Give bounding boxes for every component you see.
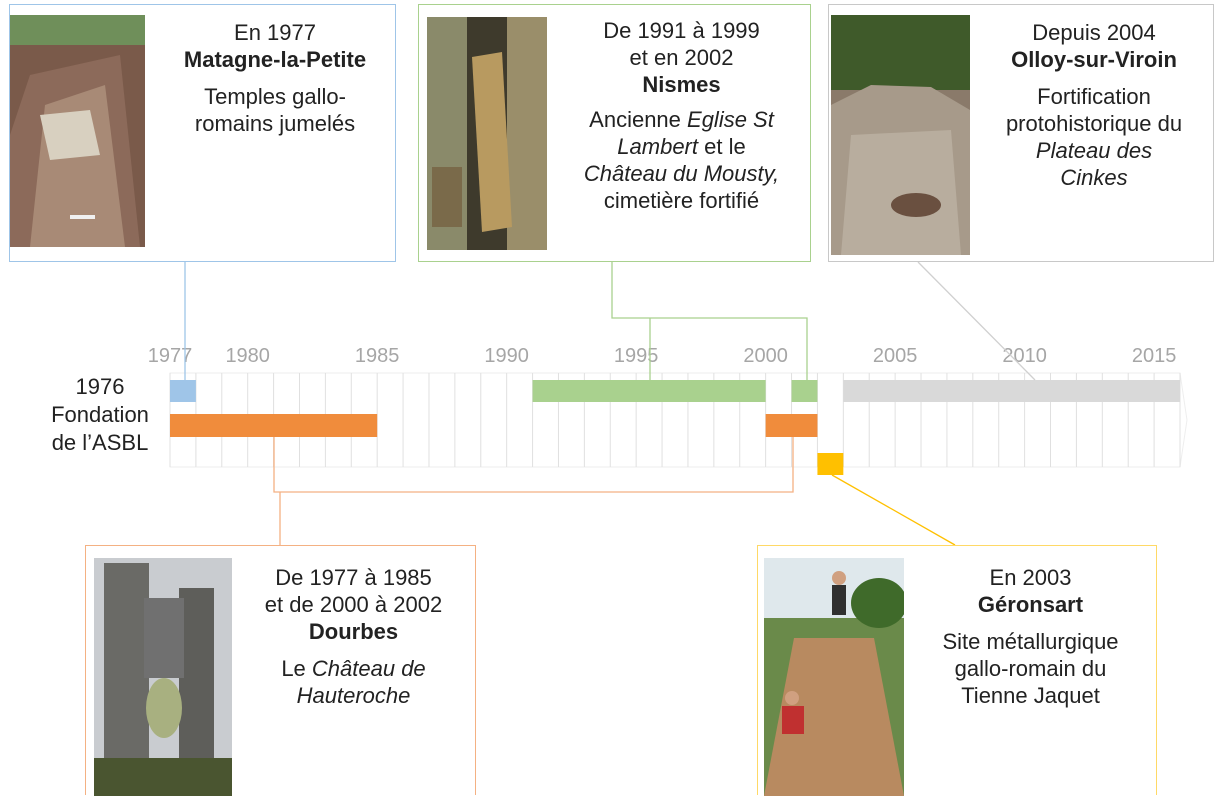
tick-label: 2005	[873, 345, 918, 367]
connector-nismes	[611, 262, 808, 380]
card-nismes: De 1991 à 1999 et en 2002 Nismes Ancienn…	[418, 4, 811, 262]
card-place: Nismes	[642, 72, 721, 97]
stone-rampart-photo	[831, 15, 970, 255]
timeline-bar	[765, 414, 818, 437]
card-place: Olloy-sur-Viroin	[1011, 47, 1177, 72]
card-geronsart: En 2003 Géronsart Site métallurgique gal…	[757, 545, 1157, 796]
church-excavation-photo	[427, 17, 547, 250]
card-date: De 1991 à 1999	[603, 18, 760, 43]
founding-label: 1976 Fondation de l’ASBL	[40, 373, 160, 457]
card-description: cimetière fortifié	[603, 188, 760, 213]
connector-geronsart	[831, 474, 956, 546]
tick-label: 2000	[743, 345, 788, 367]
card-date: Depuis 2004	[1032, 20, 1156, 45]
card-description: protohistorique du	[1005, 111, 1183, 136]
card-description: Plateau des	[1035, 138, 1153, 163]
card-date: En 2003	[989, 565, 1072, 590]
timeline-bar	[532, 380, 766, 402]
card-olloy: Depuis 2004 Olloy-sur-Viroin Fortificati…	[828, 4, 1214, 262]
castle-ruin-photo	[94, 558, 232, 796]
card-description: Cinkes	[1060, 165, 1128, 190]
founding-line1: Fondation	[51, 402, 149, 427]
caption-nismes: De 1991 à 1999 et en 2002 Nismes Ancienn…	[559, 17, 804, 214]
timeline-bar	[843, 380, 1180, 402]
card-date: De 1977 à 1985	[275, 565, 432, 590]
timeline-bar	[170, 380, 196, 402]
tick-label: 2010	[1002, 345, 1047, 367]
card-matagne: En 1977 Matagne-la-Petite Temples gallo-…	[9, 4, 396, 262]
caption-dourbes: De 1977 à 1985 et de 2000 à 2002 Dourbes…	[236, 564, 471, 709]
card-description: Château du Mousty,	[583, 161, 780, 186]
card-description: Temples gallo-	[204, 84, 346, 109]
caption-olloy: Depuis 2004 Olloy-sur-Viroin Fortificati…	[979, 19, 1209, 191]
tick-label: 1990	[484, 345, 529, 367]
card-description: romains jumelés	[194, 111, 356, 136]
card-description: Ancienne Eglise St	[589, 107, 774, 132]
timeline-bar	[170, 414, 378, 437]
tick-label: 1977	[148, 345, 193, 367]
card-date: et de 2000 à 2002	[264, 592, 443, 617]
tick-label: 1985	[355, 345, 400, 367]
card-description: Fortification	[1037, 84, 1151, 109]
connector-olloy	[917, 261, 1036, 381]
card-place: Géronsart	[977, 592, 1084, 617]
caption-geronsart: En 2003 Géronsart Site métallurgique gal…	[908, 564, 1153, 709]
connector-dourbes	[273, 437, 794, 493]
card-description: gallo-romain du	[954, 656, 1107, 681]
tick-label: 2015	[1132, 345, 1177, 367]
card-description: Le Château de	[281, 656, 426, 681]
card-description: Tienne Jaquet	[961, 683, 1100, 708]
card-date: En 1977	[234, 20, 316, 45]
card-description: Lambert et le	[617, 134, 746, 159]
card-dourbes: De 1977 à 1985 et de 2000 à 2002 Dourbes…	[85, 545, 476, 796]
excavation-trench-photo	[10, 15, 145, 247]
timeline-bar	[817, 453, 844, 475]
card-date: et en 2002	[629, 45, 734, 70]
card-description: Site métallurgique	[942, 629, 1119, 654]
excavation-team-photo	[764, 558, 904, 796]
card-description: Hauteroche	[296, 683, 411, 708]
card-place: Matagne-la-Petite	[183, 47, 367, 72]
card-place: Dourbes	[308, 619, 399, 644]
tick-label: 1980	[225, 345, 270, 367]
founding-line2: de l’ASBL	[51, 430, 149, 455]
tick-label: 1995	[614, 345, 659, 367]
caption-matagne: En 1977 Matagne-la-Petite Temples gallo-…	[160, 19, 390, 137]
timeline-bar	[791, 380, 818, 402]
founding-year: 1976	[75, 374, 125, 399]
